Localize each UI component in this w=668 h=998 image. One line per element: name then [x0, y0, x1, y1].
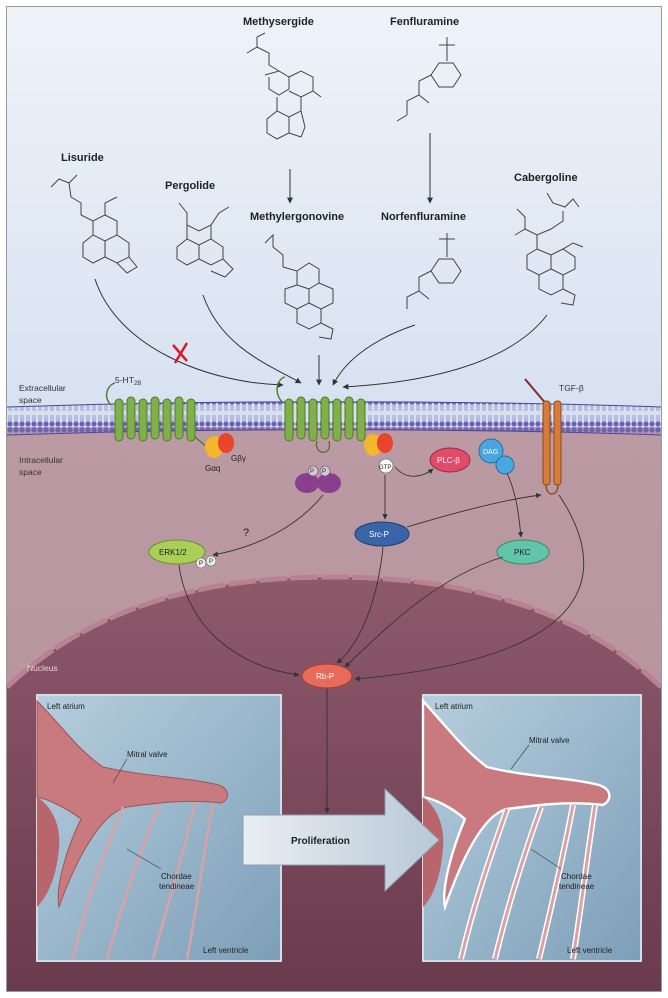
plc-node — [429, 447, 471, 473]
extracellular-region — [7, 7, 661, 427]
src-label: Src-P — [369, 530, 389, 539]
pathway-diagram: Methysergide Fenfluramine Lisuride Pergo… — [7, 7, 661, 991]
heart-panel-after — [421, 694, 642, 962]
chordae-label-after-1: Chordae — [561, 872, 592, 881]
methysergide-structure — [246, 32, 322, 140]
lisuride-blocked-cross — [172, 342, 189, 364]
chordae-label-before-2: tendineae — [159, 882, 195, 891]
gby-label: Gβγ — [231, 454, 246, 463]
dag-label: DAG — [483, 449, 498, 456]
intracellular-label-2: space — [19, 467, 42, 477]
heart-panel-before — [36, 694, 282, 962]
erk-phospho-2 — [205, 555, 217, 567]
gaq-label: Gαq — [205, 464, 220, 473]
left-ventricle-label-after: Left ventricle — [567, 946, 613, 955]
g-protein-center — [364, 433, 394, 474]
left-ventricle-label-before: Left ventricle — [203, 946, 249, 955]
g-protein-left — [205, 433, 234, 458]
mitral-valve-label-after: Mitral valve — [529, 736, 570, 745]
lisuride-label: Lisuride — [61, 152, 104, 164]
arrestin-p2-label: P — [322, 469, 326, 475]
arrestin-complex — [295, 465, 341, 493]
signaling-arrows — [178, 466, 585, 814]
cabergoline-label: Cabergoline — [514, 172, 578, 184]
norfenfluramine-structure — [406, 233, 462, 309]
pergolide-label: Pergolide — [165, 180, 215, 192]
cabergoline-structure — [514, 192, 584, 306]
proliferation-arrow — [242, 787, 440, 893]
chordae-label-after-2: tendineae — [559, 882, 595, 891]
tgf-beta-receptor — [524, 378, 562, 495]
receptor-label: 5-HT2B — [115, 375, 141, 387]
rb-node — [301, 663, 353, 689]
5ht2b-receptor-center — [276, 376, 366, 453]
drug-binding-arrows — [94, 278, 548, 390]
pkc-node — [496, 539, 550, 565]
gtp-label: GTP — [379, 465, 391, 471]
erk-p2-label: P — [209, 559, 213, 565]
erk-p1-label: P — [199, 561, 203, 567]
src-node — [354, 521, 410, 547]
left-atrium-label-after: Left atrium — [435, 702, 473, 711]
arrestin-p1-label: P — [310, 469, 314, 475]
dag-node — [478, 438, 504, 464]
nuclear-envelope — [7, 574, 661, 689]
lisuride-structure — [50, 174, 138, 274]
pkc-label: PKC — [514, 548, 531, 557]
norfenfluramine-label: Norfenfluramine — [381, 211, 466, 223]
tgf-label: TGF-β — [559, 383, 584, 393]
question-mark: ? — [243, 527, 249, 539]
left-atrium-label-before: Left atrium — [47, 702, 85, 711]
5ht2b-receptor-left — [105, 382, 208, 448]
proliferation-label: Proliferation — [291, 836, 350, 847]
intracellular-label-1: Intracellular — [19, 455, 63, 465]
extracellular-label-2: space — [19, 395, 42, 405]
figure-frame: Methysergide Fenfluramine Lisuride Pergo… — [6, 6, 662, 992]
fenfluramine-structure — [396, 37, 462, 122]
dag-node-2 — [495, 455, 515, 475]
rb-label: Rb-P — [316, 672, 334, 681]
pergolide-structure — [176, 202, 234, 278]
extracellular-label-1: Extracellular — [19, 383, 66, 393]
mitral-valve-label-before: Mitral valve — [127, 750, 168, 759]
nucleus-label: Nucleus — [27, 663, 58, 673]
chordae-label-before-1: Chordae — [161, 872, 192, 881]
fenfluramine-label: Fenfluramine — [390, 16, 459, 28]
methysergide-label: Methysergide — [243, 16, 314, 28]
plc-label: PLC-β — [437, 456, 460, 465]
erk-node — [148, 539, 206, 565]
methylergonovine-structure — [264, 233, 334, 340]
erk-phospho-1 — [195, 557, 207, 569]
erk-label: ERK1/2 — [159, 548, 187, 557]
methylergonovine-label: Methylergonovine — [250, 211, 344, 223]
